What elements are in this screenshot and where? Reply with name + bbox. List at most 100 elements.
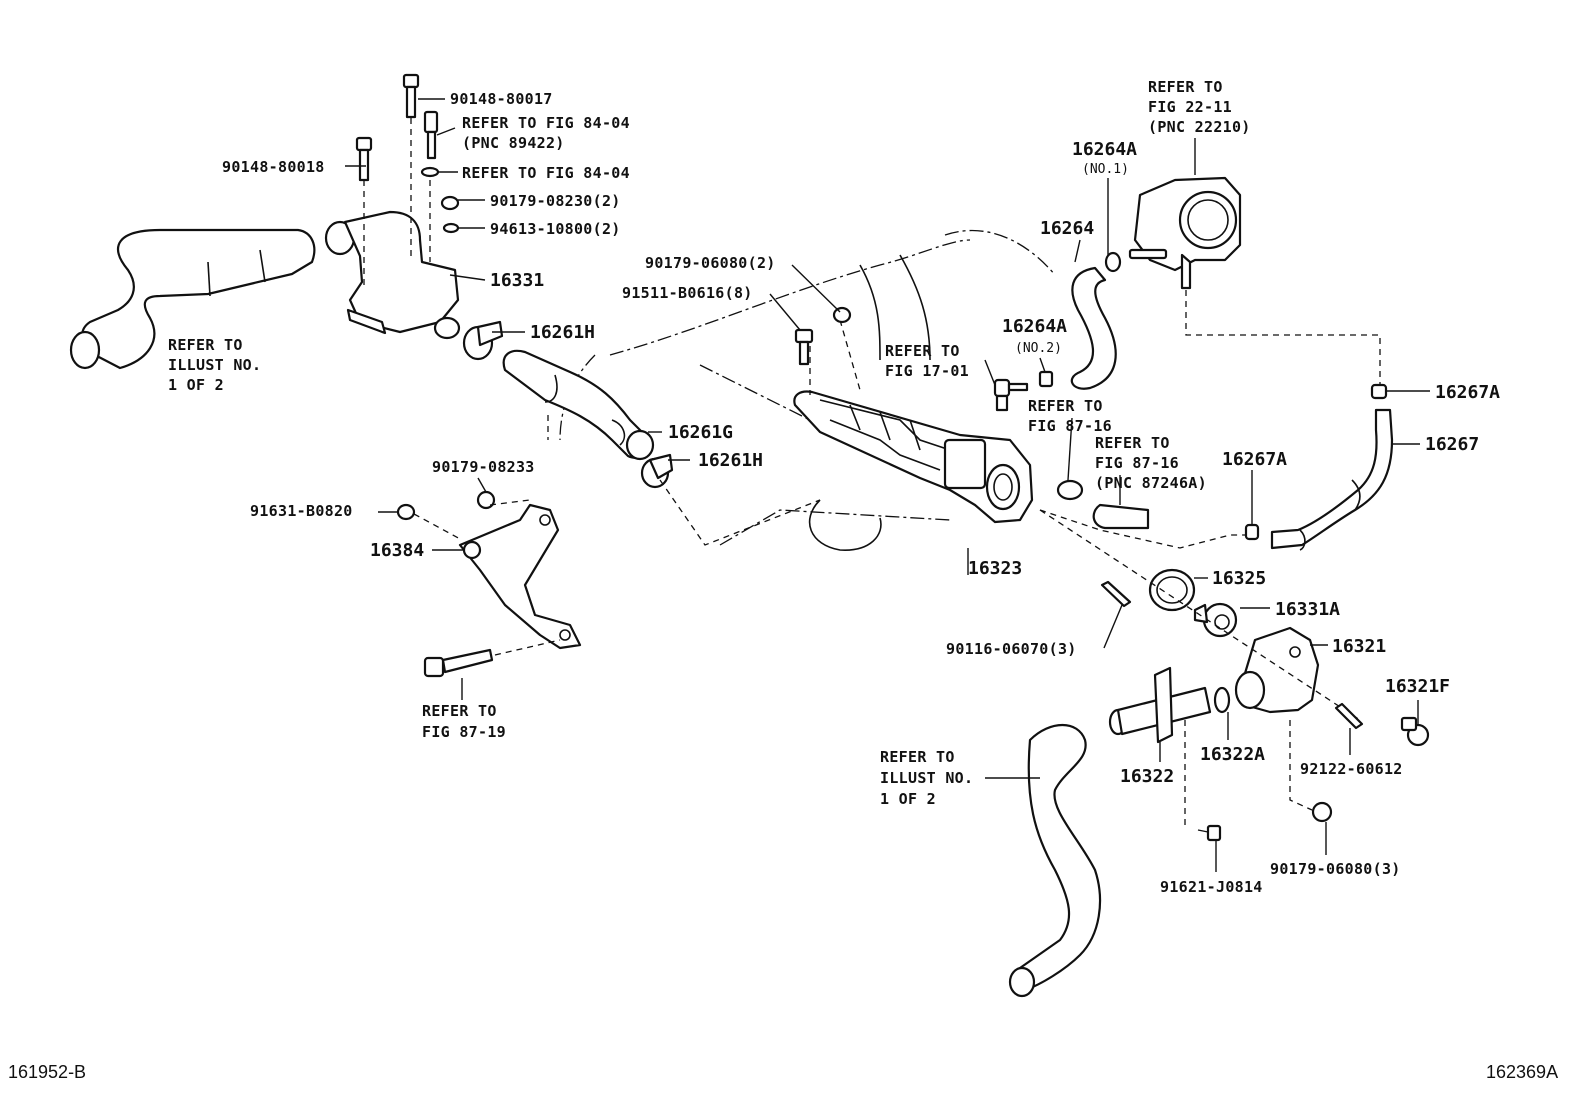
label-pnc-89422: (PNC 89422) [462,134,565,152]
corner-id-left: 161952-B [8,1062,86,1082]
bolt-90148-80017 [402,73,420,260]
bolt-fig87-19 [423,639,561,678]
label-90179-08230: 90179-08230(2) [490,192,621,210]
gasket-washer [420,166,440,178]
nut-90179-08233 [476,490,531,510]
label-16267A-b: 16267A [1222,449,1287,470]
hose-lower [1008,724,1102,998]
label-refer-fig87-16-b1: REFER TO [1095,434,1170,452]
water-outlet-16331 [324,210,461,340]
label-refer-illust-b-1: REFER TO [880,748,955,766]
dashed-axis [1039,509,1361,721]
water-bypass-16323 [793,319,1034,524]
leader-lines [345,98,1430,872]
label-90179-08233: 90179-08233 [432,458,535,476]
label-90148-80017: 90148-80017 [450,90,553,108]
nut-90179-08230 [440,195,460,211]
label-16321F: 16321F [1385,676,1450,697]
label-no2: (NO.2) [1015,341,1062,356]
gasket-16325 [1148,568,1196,612]
label-refer-fig87-16-a2: FIG 87-16 [1028,417,1112,435]
throttle-body [1128,176,1381,385]
hose-upper-left [69,228,316,370]
label-refer-fig22-11-2: FIG 22-11 [1148,98,1232,116]
dashed-link [1039,509,1255,549]
engine-outline [559,230,1056,551]
label-16321: 16321 [1332,636,1386,657]
label-94613-10800: 94613-10800(2) [490,220,621,238]
label-16261G: 16261G [668,422,733,443]
label-refer-fig84-04-b: REFER TO FIG 84-04 [462,164,630,182]
washer-94613-10800 [442,222,460,234]
label-16267: 16267 [1425,434,1479,455]
sensor-plug [423,110,439,160]
label-refer-fig17-01-1: REFER TO [885,342,960,360]
label-90116-06070: 90116-06070(3) [946,640,1077,658]
label-refer-illust-a-1: REFER TO [168,336,243,354]
fitting-fig17-01 [993,378,1029,412]
label-16331: 16331 [490,270,544,291]
label-refer-fig17-01-2: FIG 17-01 [885,362,969,380]
label-91631-B0820: 91631-B0820 [250,502,353,520]
bolt-90148-80018 [355,136,373,285]
label-16264A-no1: 16264A [1072,139,1137,160]
water-inlet-16321 [1234,626,1320,714]
clamp-16261H-lower [640,453,674,489]
label-90179-06080-3: 90179-06080(3) [1270,860,1401,878]
label-16322A: 16322A [1200,744,1265,765]
label-16264A-no2: 16264A [1002,316,1067,337]
label-pnc-87246A: (PNC 87246A) [1095,474,1207,492]
nut-90179-06080 [832,306,852,324]
label-91621-J0814: 91621-J0814 [1160,878,1263,896]
label-90179-06080-2: 90179-06080(2) [645,254,776,272]
clamp-16267A-lower [1244,523,1260,541]
bracket-16384 [458,503,582,650]
label-91511-B0616: 91511-B0616(8) [622,284,753,302]
corner-id-right: 162369A [1486,1062,1558,1082]
oring-16322A [1213,686,1231,714]
label-refer-fig22-11-1: REFER TO [1148,78,1223,96]
label-refer-fig87-16-b2: FIG 87-16 [1095,454,1179,472]
label-16323: 16323 [968,558,1022,579]
label-16267A-a: 16267A [1435,382,1500,403]
stud-90116-06070 [1100,580,1132,608]
label-refer-fig87-19-1: REFER TO [422,702,497,720]
clamp-16261H-upper [462,320,504,361]
label-92122-60612: 92122-60612 [1300,760,1403,778]
clamp-16264A-no2 [1038,370,1054,388]
hose-16261G [502,349,655,461]
label-refer-fig87-19-2: FIG 87-19 [422,723,506,741]
bolt-91631-B0820 [396,503,463,541]
label-16322: 16322 [1120,766,1174,787]
clamp-fig87-16 [1056,479,1084,501]
label-16264: 16264 [1040,218,1094,239]
hose-16264 [1070,266,1117,390]
nut-90179-06080-3 [1289,720,1333,823]
label-refer-illust-b-2: ILLUST NO. [880,769,973,787]
dashed-connector [659,479,821,546]
pipe-16322 [1108,666,1212,830]
bolt-91621-J0814 [1197,824,1222,842]
hose-fig87-16 [1092,503,1150,530]
label-16331A: 16331A [1275,599,1340,620]
thermostat-16331A [1193,602,1238,638]
label-refer-fig84-04-a: REFER TO FIG 84-04 [462,114,630,132]
bolt-16321F [1400,716,1430,747]
label-refer-illust-a-3: 1 OF 2 [168,376,224,394]
label-90148-80018: 90148-80018 [222,158,325,176]
label-refer-illust-b-3: 1 OF 2 [880,790,936,808]
stud-92122-60612 [1334,702,1364,730]
labels: 90148-80017 REFER TO FIG 84-04 (PNC 8942… [8,78,1558,1082]
label-refer-fig87-16-a1: REFER TO [1028,397,1103,415]
label-refer-fig22-11-3: (PNC 22210) [1148,118,1251,136]
label-16261H-b: 16261H [698,450,763,471]
label-16325: 16325 [1212,568,1266,589]
label-refer-illust-a-2: ILLUST NO. [168,356,261,374]
clamp-16264A-no1 [1104,251,1122,273]
label-no1: (NO.1) [1082,162,1129,177]
label-16261H-a: 16261H [530,322,595,343]
label-16384: 16384 [370,540,424,561]
clamp-16267A-top [1370,383,1388,400]
bolt-91511-B0616 [794,328,814,366]
